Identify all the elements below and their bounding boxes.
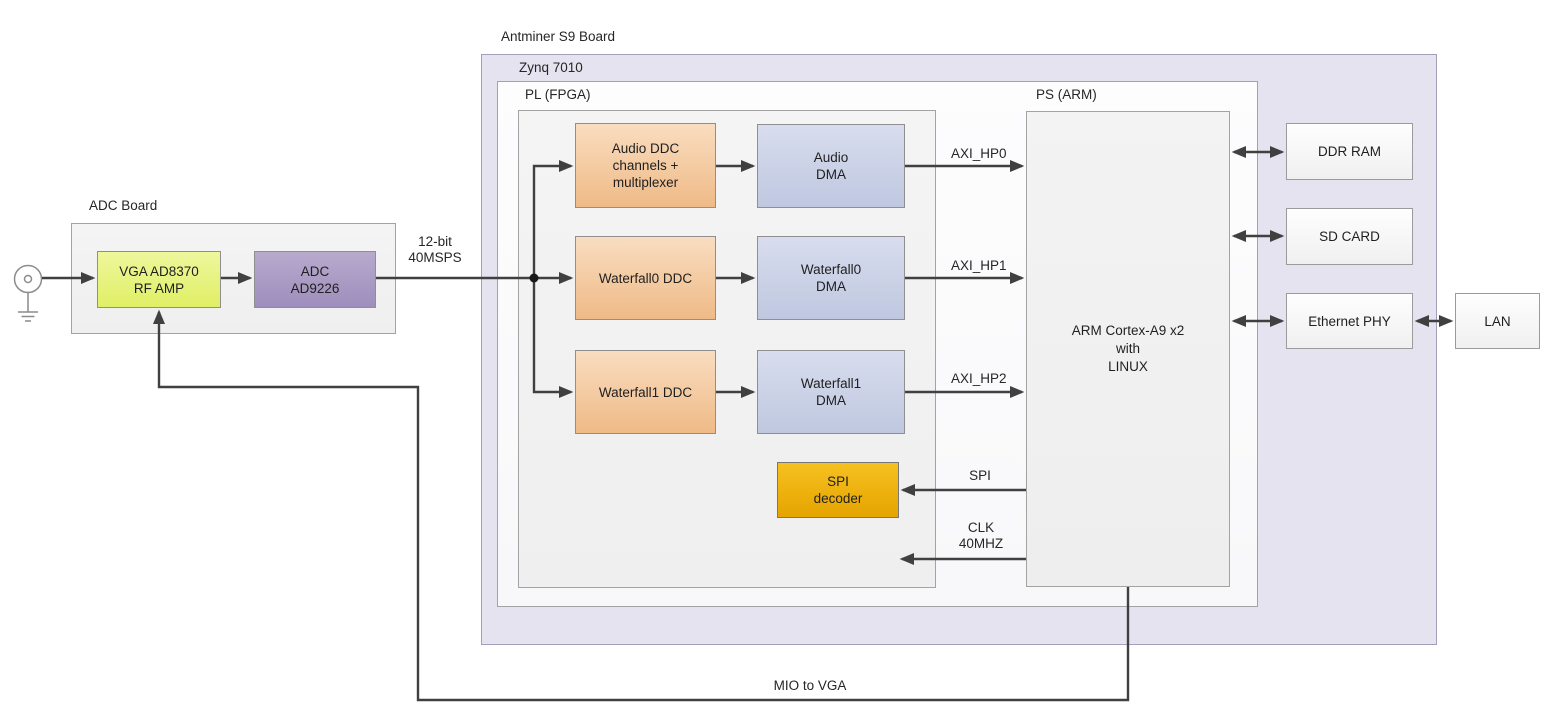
zynq-label: Zynq 7010 xyxy=(519,60,583,75)
waterfall1-dma-block: Waterfall1 DMA xyxy=(757,350,905,434)
audio-ddc-block: Audio DDC channels + multiplexer xyxy=(575,123,716,208)
audio-dma-label: Audio DMA xyxy=(813,150,849,182)
waterfall0-dma-label: Waterfall0 DMA xyxy=(800,262,862,294)
adc-ad9226-block: ADC AD9226 xyxy=(254,251,376,308)
spi-decoder-block: SPI decoder xyxy=(777,462,899,518)
adc-ad9226-label: ADC AD9226 xyxy=(290,263,340,296)
mio-to-vga-label: MIO to VGA xyxy=(773,678,847,693)
ddr-ram-label: DDR RAM xyxy=(1318,144,1381,159)
antenna-icon xyxy=(13,264,43,322)
audio-dma-block: Audio DMA xyxy=(757,124,905,208)
ps-arm-label: PS (ARM) xyxy=(1036,87,1097,102)
adc-board-label: ADC Board xyxy=(89,198,158,213)
arm-cortex-label: ARM Cortex-A9 x2 with LINUX xyxy=(1071,323,1185,374)
ethernet-phy-block: Ethernet PHY xyxy=(1286,293,1413,349)
clk-40mhz-label: CLK 40MHZ xyxy=(958,520,1004,551)
lan-block: LAN xyxy=(1455,293,1540,349)
ground-icon xyxy=(18,292,38,322)
axi-hp0-label: AXI_HP0 xyxy=(951,146,1007,161)
sd-card-block: SD CARD xyxy=(1286,208,1413,265)
waterfall1-ddc-block: Waterfall1 DDC xyxy=(575,350,716,434)
antminer-board-label: Antminer S9 Board xyxy=(501,29,616,44)
adc-output-rate-label: 12-bit 40MSPS xyxy=(408,234,462,265)
audio-ddc-label: Audio DDC channels + multiplexer xyxy=(611,141,680,190)
axi-hp2-label: AXI_HP2 xyxy=(951,371,1007,386)
ethernet-phy-label: Ethernet PHY xyxy=(1308,313,1391,329)
ddr-ram-block: DDR RAM xyxy=(1286,123,1413,180)
waterfall0-ddc-block: Waterfall0 DDC xyxy=(575,236,716,320)
spi-label: SPI xyxy=(969,468,991,483)
vga-rf-amp-block: VGA AD8370 RF AMP xyxy=(97,251,221,308)
sd-card-label: SD CARD xyxy=(1319,229,1380,244)
vga-rf-amp-label: VGA AD8370 RF AMP xyxy=(119,263,199,296)
lan-label: LAN xyxy=(1484,313,1511,329)
waterfall1-ddc-label: Waterfall1 DDC xyxy=(598,384,693,400)
waterfall0-dma-block: Waterfall0 DMA xyxy=(757,236,905,320)
waterfall1-dma-label: Waterfall1 DMA xyxy=(800,376,862,408)
pl-fpga-label: PL (FPGA) xyxy=(525,87,591,102)
axi-hp1-label: AXI_HP1 xyxy=(951,258,1007,273)
spi-decoder-label: SPI decoder xyxy=(813,474,863,506)
waterfall0-ddc-label: Waterfall0 DDC xyxy=(598,270,693,286)
ps-arm-block: ARM Cortex-A9 x2 with LINUX xyxy=(1026,111,1230,587)
